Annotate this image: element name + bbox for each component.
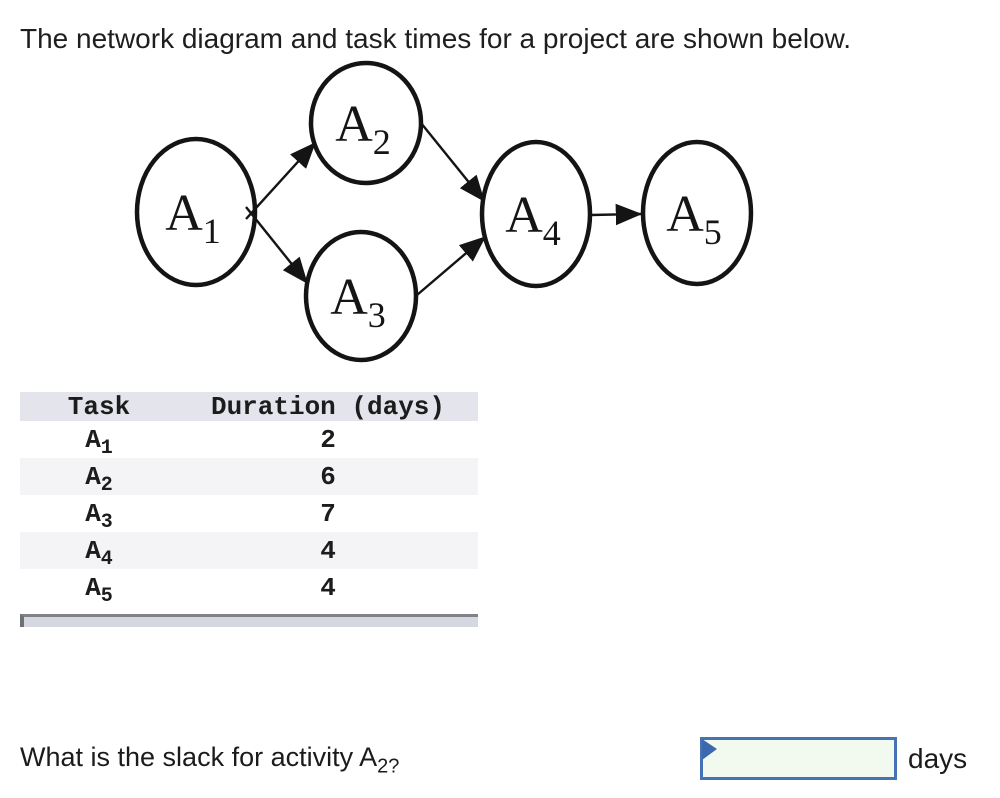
edge-a2-a4 <box>420 122 485 202</box>
header-duration: Duration (days) <box>210 391 446 422</box>
question-activity-base: A <box>359 742 378 772</box>
task-cell: A1 <box>85 424 113 460</box>
node-a1-label: A1 <box>165 185 221 251</box>
duration-cell: 4 <box>320 535 336 566</box>
table-header-row: Task Duration (days) <box>20 391 478 422</box>
task-cell: A3 <box>85 498 113 534</box>
answer-input-box <box>700 737 897 780</box>
answer-unit-label: days <box>908 743 968 774</box>
duration-cell: 6 <box>320 461 336 492</box>
node-a3-label: A3 <box>330 269 386 335</box>
node-a2: A2 <box>308 60 424 186</box>
table-row: A2 6 <box>20 458 478 495</box>
task-table: Task Duration (days) A1 2 A2 6 A3 7 A4 4… <box>20 392 478 606</box>
page-title: The network diagram and task times for a… <box>20 23 852 54</box>
edge-a1-a2 <box>245 142 316 220</box>
edge-a1-a3 <box>245 206 308 284</box>
table-horizontal-scrollbar[interactable] <box>20 614 478 627</box>
table-row: A4 4 <box>20 532 478 569</box>
node-a4: A4 <box>479 139 593 289</box>
network-diagram: A1 A2 A3 A4 A5 <box>134 60 754 363</box>
header-task: Task <box>67 391 131 422</box>
duration-cell: 4 <box>320 572 336 603</box>
edge-a3-a4 <box>416 236 486 296</box>
table-row: A1 2 <box>20 421 478 458</box>
table-row: A5 4 <box>20 569 478 606</box>
edge-a4-a5 <box>590 203 643 226</box>
task-cell: A5 <box>85 572 113 608</box>
question-activity-sub: 2? <box>377 755 400 778</box>
question-text: What is the slack for activity A2? <box>20 742 399 776</box>
node-a3: A3 <box>303 229 419 363</box>
node-a5-label: A5 <box>666 186 722 252</box>
node-a4-label: A4 <box>505 187 561 253</box>
answer-input[interactable] <box>703 740 894 777</box>
duration-cell: 7 <box>320 498 336 529</box>
node-a5: A5 <box>640 139 754 287</box>
node-a1: A1 <box>134 136 258 288</box>
node-a2-label: A2 <box>335 96 391 162</box>
task-cell: A2 <box>85 461 113 497</box>
table-row: A3 7 <box>20 495 478 532</box>
duration-cell: 2 <box>320 424 336 455</box>
question-prefix: What is the slack for activity <box>20 742 360 772</box>
task-cell: A4 <box>85 535 113 571</box>
